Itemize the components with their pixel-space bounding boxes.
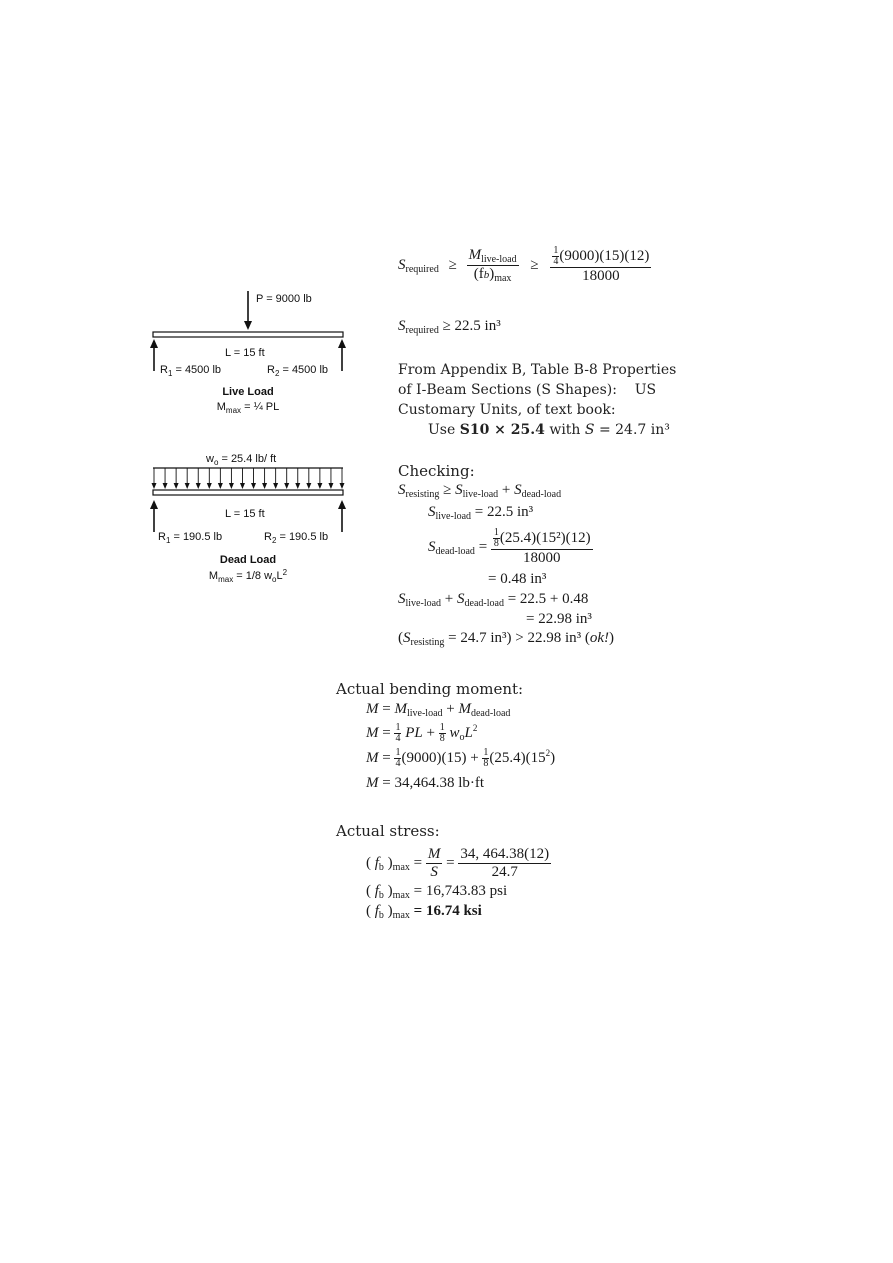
live-load-diagram: P = 9000 lb L = 15 ft R1 = 4500 lb R2 = … — [150, 291, 346, 415]
reaction-arrow-right — [338, 500, 346, 509]
load-arrow — [239, 483, 245, 489]
span-length-label: L = 15 ft — [225, 347, 265, 359]
load-arrow — [206, 483, 212, 489]
load-arrow — [184, 483, 190, 489]
point-load-label: P = 9000 lb — [256, 293, 312, 305]
load-arrow — [195, 483, 201, 489]
required-section-modulus-result: Srequired ≥ 22.5 in³ — [398, 318, 501, 336]
appendix-paragraph: From Appendix B, Table B-8 Properties of… — [398, 362, 677, 438]
load-arrow — [262, 483, 268, 489]
stress-heading: Actual stress: — [336, 822, 440, 840]
load-arrow — [339, 483, 345, 489]
load-arrow — [328, 483, 334, 489]
bending-moment-block: Actual bending moment: M = Mlive-load + … — [336, 680, 556, 792]
span-length-label: L = 15 ft — [225, 508, 265, 520]
load-arrow — [151, 483, 157, 489]
diagram-title: Dead Load — [220, 554, 276, 566]
load-arrow — [306, 483, 312, 489]
beam — [152, 489, 344, 496]
load-arrow — [228, 483, 234, 489]
reaction-arrow-left — [150, 500, 158, 509]
max-moment-formula: Mmax = 1/8 woL2 — [209, 568, 288, 584]
distributed-load-label: wo = 25.4 lb/ ft — [205, 453, 276, 467]
load-arrow — [317, 483, 323, 489]
load-arrow — [284, 483, 290, 489]
load-arrow — [173, 483, 179, 489]
selected-section: Use S10 × 25.4 with S = 24.7 in³ — [428, 422, 670, 438]
final-stress: ( fb )max = 16.74 ksi — [366, 903, 482, 921]
load-arrow — [162, 483, 168, 489]
checking-block: Checking: Sresisting ≥ Slive-load + Sdea… — [398, 462, 615, 648]
load-arrow — [295, 483, 301, 489]
reaction-arrow-right — [338, 339, 346, 348]
reaction-left-label: R1 = 190.5 lb — [158, 531, 222, 545]
diagram-title: Live Load — [222, 386, 273, 398]
reaction-right-label: R2 = 4500 lb — [267, 364, 328, 378]
reaction-right-label: R2 = 190.5 lb — [264, 531, 328, 545]
load-arrow — [251, 483, 257, 489]
load-arrow — [217, 483, 223, 489]
max-moment-formula: Mmax = ¼ PL — [217, 401, 280, 415]
checking-heading: Checking: — [398, 462, 475, 480]
reaction-left-label: R1 = 4500 lb — [160, 364, 221, 378]
reaction-arrow-left — [150, 339, 158, 348]
distributed-load-arrows — [151, 467, 345, 489]
bending-moment-heading: Actual bending moment: — [336, 680, 524, 698]
load-arrow — [273, 483, 279, 489]
beam — [152, 331, 344, 338]
dead-load-diagram: wo = 25.4 lb/ ft L = 15 ft R1 = 190.5 lb… — [150, 453, 346, 584]
